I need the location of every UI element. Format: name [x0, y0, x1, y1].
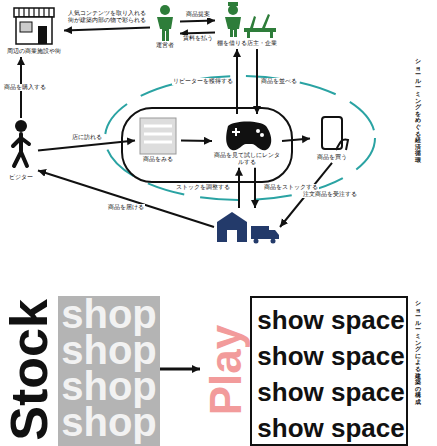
store-window — [20, 22, 32, 32]
goods-lines — [144, 126, 172, 142]
edge-label: 賃料を払う — [182, 35, 214, 42]
warehouse — [217, 212, 247, 242]
shop-panel: shopshopshopshop — [58, 296, 160, 446]
body — [13, 134, 29, 166]
showroom-outline — [122, 108, 292, 182]
icon-node: 商品を見て試しにレンタルする — [212, 114, 282, 168]
edge-label: ストックを調整する — [175, 184, 231, 191]
dpad — [232, 128, 240, 136]
connector — [256, 49, 258, 114]
phone-icon — [322, 117, 348, 150]
awning-stripes — [19, 8, 49, 17]
node-label: 運営者 — [150, 42, 180, 49]
store-body — [16, 17, 52, 44]
wheel — [254, 239, 259, 244]
shop-owner-icon — [225, 2, 276, 38]
visitor-icon — [13, 120, 29, 166]
connector — [180, 20, 215, 21]
icon-node — [214, 208, 280, 246]
connector — [38, 140, 135, 150]
edge-label: 人気コンテンツを取り入れる 街が建築内部の物で彩られる — [67, 10, 147, 24]
edge-label: 商品提案 — [185, 11, 211, 18]
shop-word: shop — [58, 368, 160, 404]
node-label: ビジター — [4, 174, 38, 181]
connector — [238, 168, 240, 208]
truck-box — [251, 226, 269, 239]
head — [160, 5, 170, 15]
edge-label: 商品を購入する — [3, 84, 47, 91]
chef-hat — [228, 2, 238, 6]
icon-node: 棚を借りる店主・企業 — [215, 4, 279, 49]
controller-icon — [226, 122, 271, 151]
head — [228, 5, 238, 15]
node-label: 商品を買う — [310, 154, 354, 161]
connector — [181, 139, 212, 141]
controller — [226, 122, 271, 151]
icon-node: 商品をみる — [135, 116, 181, 165]
connector — [64, 27, 150, 30]
store-door — [38, 26, 47, 44]
warehouse-icon — [217, 212, 279, 244]
edge-label: 注文商品を受注する — [302, 191, 358, 198]
rotated-word: Play — [204, 325, 248, 416]
edge-label: 店に訪れる — [71, 134, 103, 141]
rotated-word: Stock — [3, 299, 55, 441]
button — [256, 129, 260, 133]
goods-icon — [140, 118, 176, 154]
goods-box — [140, 118, 176, 154]
button — [260, 133, 264, 137]
hand — [336, 139, 348, 150]
diagram-caption: ショールーミングによる建築の構成 — [415, 300, 421, 406]
awning — [14, 8, 54, 17]
diagram-title: ショールーミングをめぐる経済循環 — [415, 58, 421, 164]
block-group: Playshow spaceshow spaceshow spaceshow s… — [200, 292, 410, 446]
show-space-word: show space — [256, 410, 406, 446]
show-space-word: show space — [256, 374, 406, 410]
connector — [282, 138, 310, 140]
operator-icon — [157, 5, 173, 41]
counter — [244, 28, 276, 32]
body — [157, 17, 173, 41]
connector — [160, 368, 200, 371]
node-label: 商品を見て試しにレンタルする — [212, 152, 282, 166]
counter-leg — [270, 32, 273, 38]
connector — [254, 168, 256, 208]
show-space-word: show space — [256, 338, 406, 374]
icon-node: 商品を買う — [310, 114, 354, 163]
icon-node: 周辺の商業施設や街 — [4, 4, 64, 57]
shop-icon — [14, 8, 54, 44]
tools — [250, 14, 270, 28]
show-space-word: show space — [256, 302, 406, 338]
shop-word: shop — [58, 296, 160, 332]
body — [225, 17, 241, 37]
edge-label: リピーターを獲得する — [172, 78, 234, 85]
node-label: 周辺の商業施設や街 — [4, 48, 64, 55]
block-group: Stockshopshopshopshop — [0, 292, 160, 446]
edge-label: 商品を届ける — [107, 204, 145, 211]
icon-node: 運営者 — [150, 4, 180, 51]
counter-leg — [247, 32, 250, 38]
connector — [180, 32, 215, 33]
node-label: 商品をみる — [135, 156, 181, 163]
shop-word: shop — [58, 404, 160, 440]
node-label: 棚を借りる店主・企業 — [215, 40, 279, 47]
wheel — [271, 239, 276, 244]
shop-word: shop — [58, 332, 160, 368]
head — [15, 120, 27, 132]
warehouse-door — [227, 230, 237, 242]
edge-label: 商品を並べる — [260, 78, 298, 85]
connector — [38, 170, 214, 227]
connector — [236, 49, 238, 114]
edge-label: 商品をストックする — [263, 184, 319, 191]
show-space-box: show spaceshow spaceshow spaceshow space — [250, 296, 408, 446]
icon-node: ビジター — [4, 118, 38, 183]
truck-cab — [269, 230, 279, 239]
